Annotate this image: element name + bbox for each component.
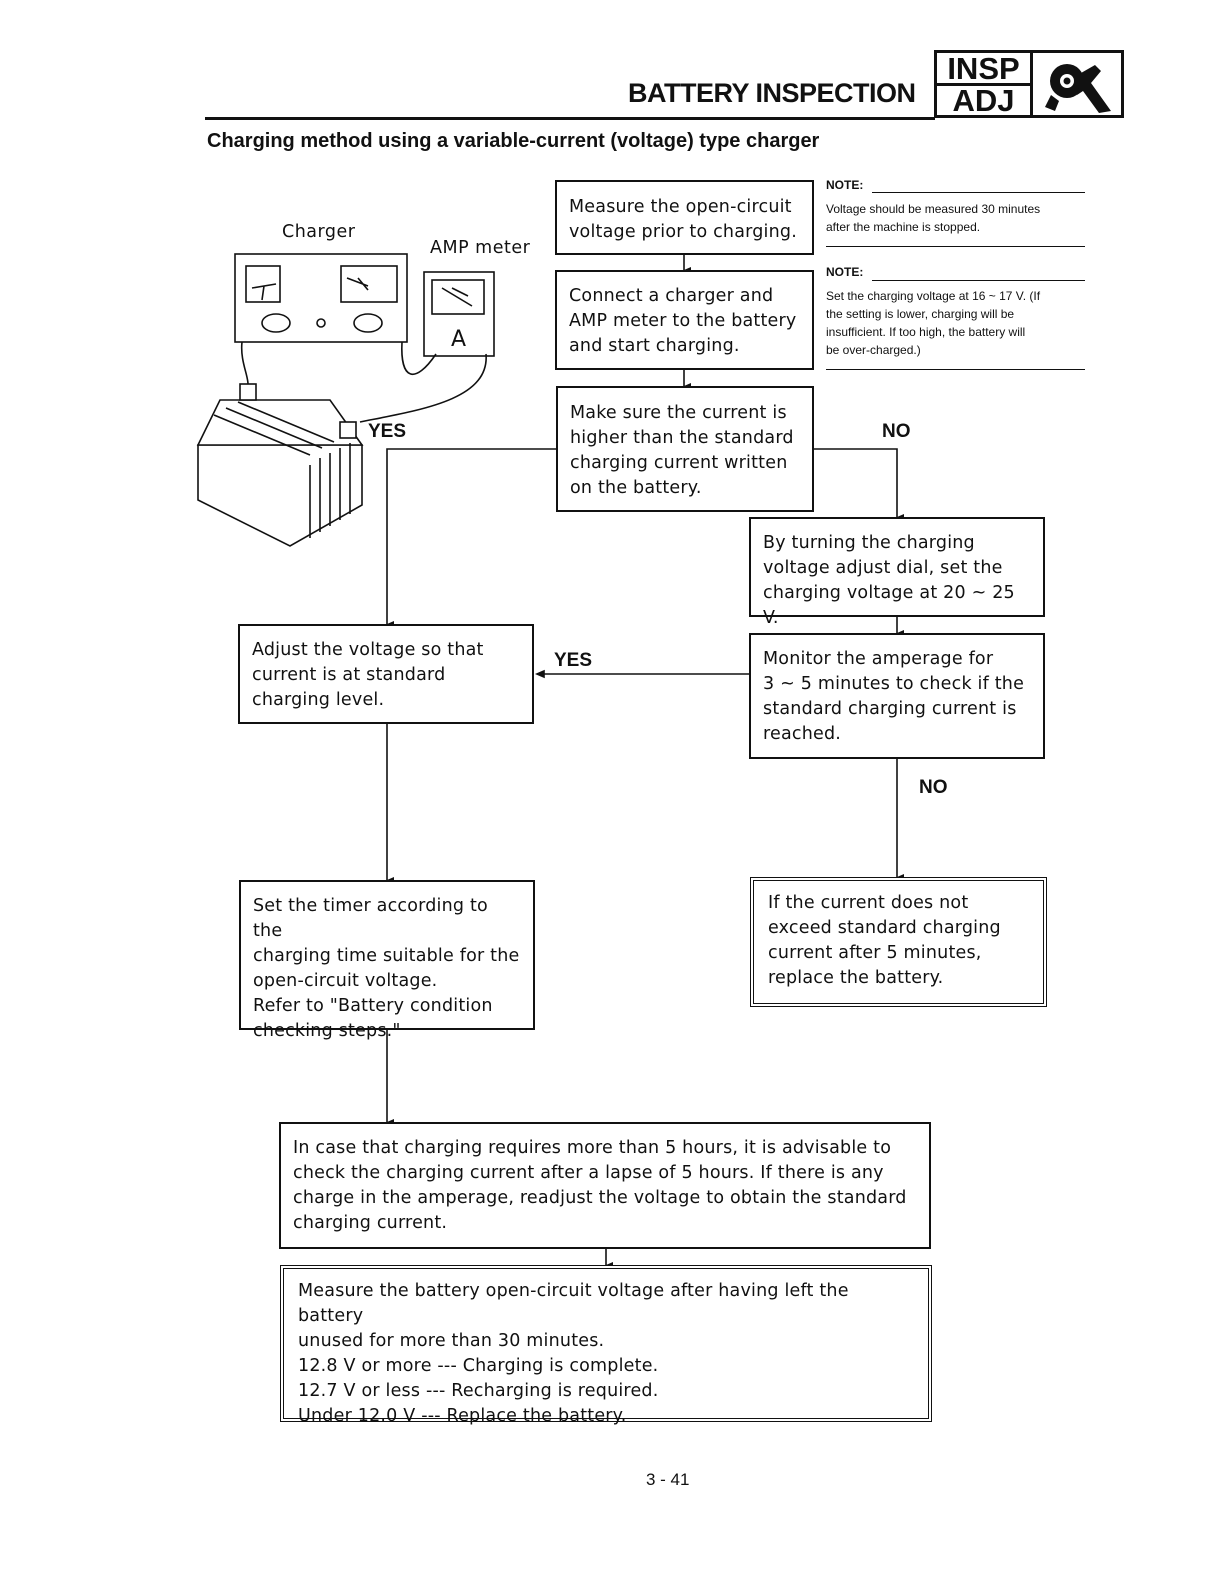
decision-yes-2: YES: [554, 650, 593, 671]
page-title: BATTERY INSPECTION: [628, 78, 916, 108]
decision-no-1: NO: [882, 421, 911, 442]
step-measure-ocv: Measure the open-circuit voltage prior t…: [555, 180, 814, 255]
step-check-current: Make sure the current is higher than the…: [556, 386, 814, 512]
note-1-end-rule: [826, 246, 1085, 247]
step-long-charge: In case that charging requires more than…: [279, 1122, 931, 1249]
step-turn-dial: By turning the charging voltage adjust d…: [749, 517, 1045, 628]
note-2-title: NOTE:: [826, 265, 864, 279]
note-1-text: Voltage should be measured 30 minutes af…: [826, 202, 1041, 234]
section-badge: INSP ADJ: [934, 50, 1124, 118]
section-subtitle: Charging method using a variable-current…: [207, 130, 820, 152]
amp-meter-label: AMP meter: [430, 238, 531, 258]
wrench-inspection-icon: [1045, 64, 1111, 113]
note-2-title-rule: [872, 280, 1085, 281]
note-2-text: Set the charging voltage at 16 ~ 17 V. (…: [826, 289, 1041, 357]
header-rule: [205, 117, 935, 120]
step-monitor-amperage: Monitor the amperage for 3 ~ 5 minutes t…: [749, 633, 1045, 759]
decision-no-2: NO: [919, 777, 948, 798]
note-2-end-rule: [826, 369, 1085, 370]
note-2: NOTE: Set the charging voltage at 16 ~ 1…: [826, 263, 1040, 359]
amp-meter-symbol: A: [451, 327, 466, 352]
step-final-measure: Measure the battery open-circuit voltage…: [280, 1265, 932, 1426]
charger-label: Charger: [282, 222, 356, 242]
note-1-title: NOTE:: [826, 178, 864, 192]
note-1-title-rule: [872, 192, 1085, 193]
step-adjust-voltage: Adjust the voltage so that current is at…: [238, 624, 534, 724]
badge-insp: INSP: [937, 53, 1033, 86]
step-replace-battery: If the current does not exceed standard …: [750, 877, 1047, 1007]
note-1: NOTE: Voltage should be measured 30 minu…: [826, 176, 1040, 236]
page-number: 3 - 41: [646, 1470, 690, 1489]
step-set-timer: Set the timer according to the charging …: [239, 880, 535, 1041]
step-connect-charger: Connect a charger and AMP meter to the b…: [555, 270, 814, 370]
badge-adj: ADJ: [937, 85, 1033, 118]
decision-yes-1: YES: [368, 421, 407, 442]
battery-charger-diagram: A: [196, 253, 495, 547]
